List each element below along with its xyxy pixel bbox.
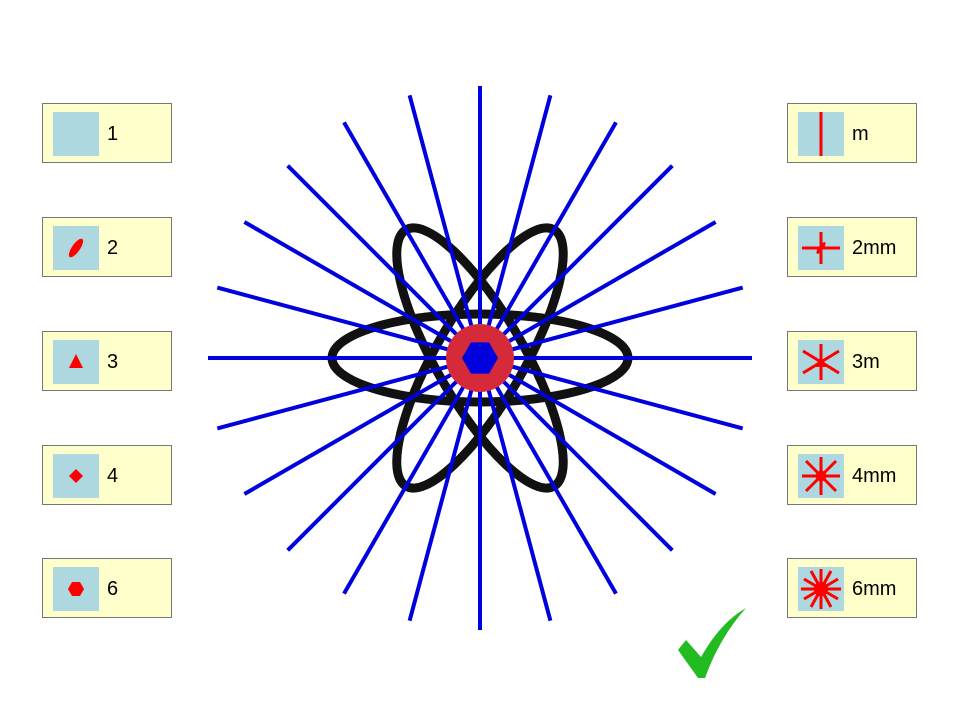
card-mirror-3m[interactable]: 3m — [787, 331, 917, 391]
card-label: 2 — [107, 237, 119, 259]
card-mirror-2mm[interactable]: 2mm — [787, 217, 917, 277]
card-label: 3 — [107, 351, 119, 373]
sixfold-rotation-symbol — [462, 342, 498, 374]
card-label: 4mm — [852, 465, 897, 487]
card-label: 2mm — [852, 237, 897, 259]
lens-icon — [53, 226, 99, 270]
card-label: 3m — [852, 351, 880, 373]
card-label: 1 — [107, 123, 119, 145]
six-mirror-icon — [798, 567, 844, 611]
card-label: 4 — [107, 465, 119, 487]
card-rotation-2[interactable]: 2 — [42, 217, 172, 277]
four-mirror-icon — [798, 454, 844, 498]
card-rotation-6[interactable]: 6 — [42, 558, 172, 618]
card-label: 6mm — [852, 578, 897, 600]
hexagon-icon — [53, 567, 99, 611]
card-rotation-3[interactable]: 3 — [42, 331, 172, 391]
card-rotation-4[interactable]: 4 — [42, 445, 172, 505]
blank-icon — [53, 112, 99, 156]
two-mirror-icon — [798, 226, 844, 270]
triangle-icon — [53, 340, 99, 384]
card-rotation-1[interactable]: 1 — [42, 103, 172, 163]
three-mirror-icon — [798, 340, 844, 384]
card-label: m — [852, 123, 869, 145]
checkmark-icon — [678, 608, 746, 678]
diamond-icon — [53, 454, 99, 498]
card-mirror-4mm[interactable]: 4mm — [787, 445, 917, 505]
card-mirror-m[interactable]: m — [787, 103, 917, 163]
card-label: 6 — [107, 578, 119, 600]
card-mirror-6mm[interactable]: 6mm — [787, 558, 917, 618]
mirror-line-icon — [798, 112, 844, 156]
